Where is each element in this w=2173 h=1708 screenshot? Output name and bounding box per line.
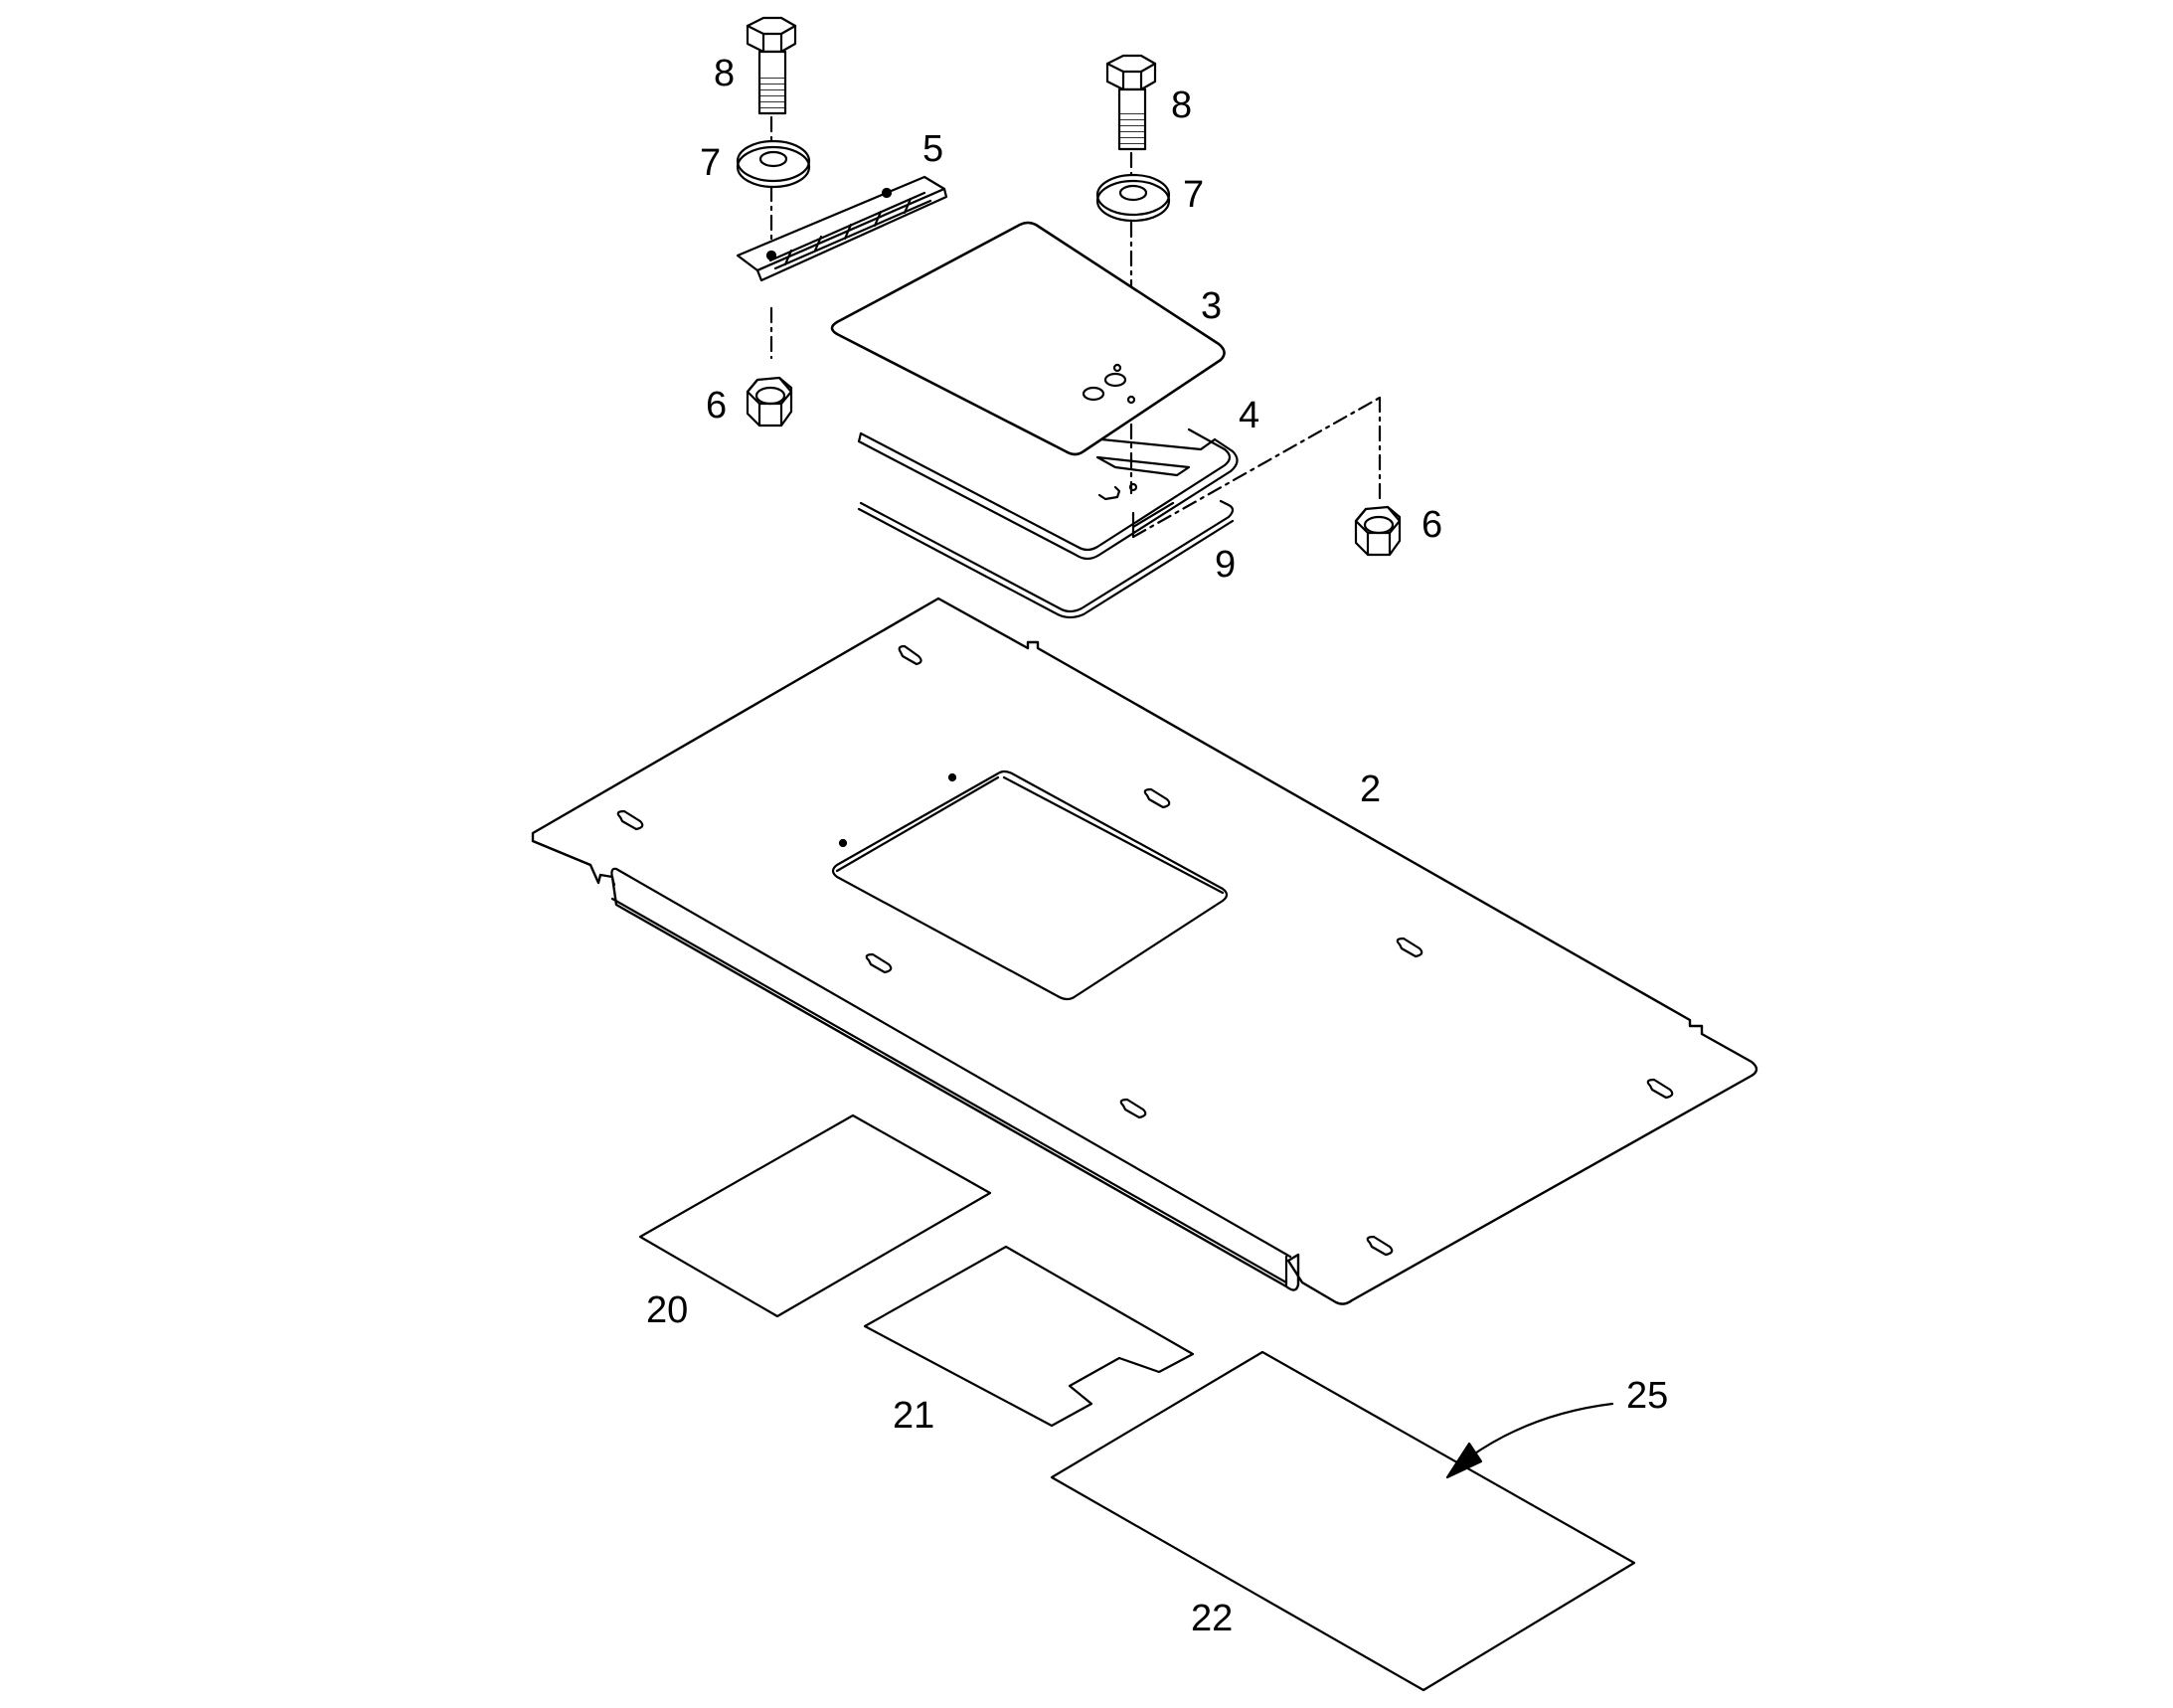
label-pad-22: 22 <box>1191 1598 1233 1639</box>
pad-20 <box>638 1113 992 1318</box>
label-bolt-right: 8 <box>1171 85 1192 126</box>
label-pad-21: 21 <box>893 1395 934 1437</box>
label-frame: 4 <box>1239 395 1259 436</box>
label-nut-right: 6 <box>1421 504 1442 546</box>
label-pad-20: 20 <box>646 1289 688 1331</box>
floor-plate <box>531 597 1758 1305</box>
label-nut-left: 6 <box>706 385 727 427</box>
pad-21 <box>863 1245 1195 1428</box>
label-hinge: 5 <box>922 128 943 170</box>
label-floor-plate: 2 <box>1360 769 1381 810</box>
slot <box>1396 937 1423 958</box>
slot <box>1143 787 1171 809</box>
label-leader-25: 25 <box>1626 1375 1668 1417</box>
label-washer-right: 7 <box>1183 174 1204 216</box>
pad-22 <box>1050 1350 1636 1692</box>
slot <box>865 952 893 974</box>
axis-line-right-diagonal <box>1131 396 1382 539</box>
washer-right <box>1095 173 1171 223</box>
access-cover <box>830 221 1226 456</box>
slot <box>898 644 922 666</box>
leader-arrow-25 <box>1445 1402 1614 1479</box>
washer-left <box>736 139 811 189</box>
bolt-right <box>1105 54 1157 151</box>
gasket <box>857 499 1235 619</box>
label-gasket: 9 <box>1215 544 1236 586</box>
slot <box>616 809 644 831</box>
nut-left <box>746 376 793 427</box>
nut-right <box>1354 505 1402 557</box>
hinge <box>736 175 948 282</box>
label-bolt-left: 8 <box>714 53 735 94</box>
frame <box>857 427 1239 561</box>
bolt-left <box>746 16 797 115</box>
slot <box>1646 1078 1674 1100</box>
label-access-cover: 3 <box>1201 285 1222 327</box>
slot <box>1119 1098 1147 1119</box>
label-washer-left: 7 <box>700 142 721 184</box>
slot <box>1366 1235 1394 1257</box>
